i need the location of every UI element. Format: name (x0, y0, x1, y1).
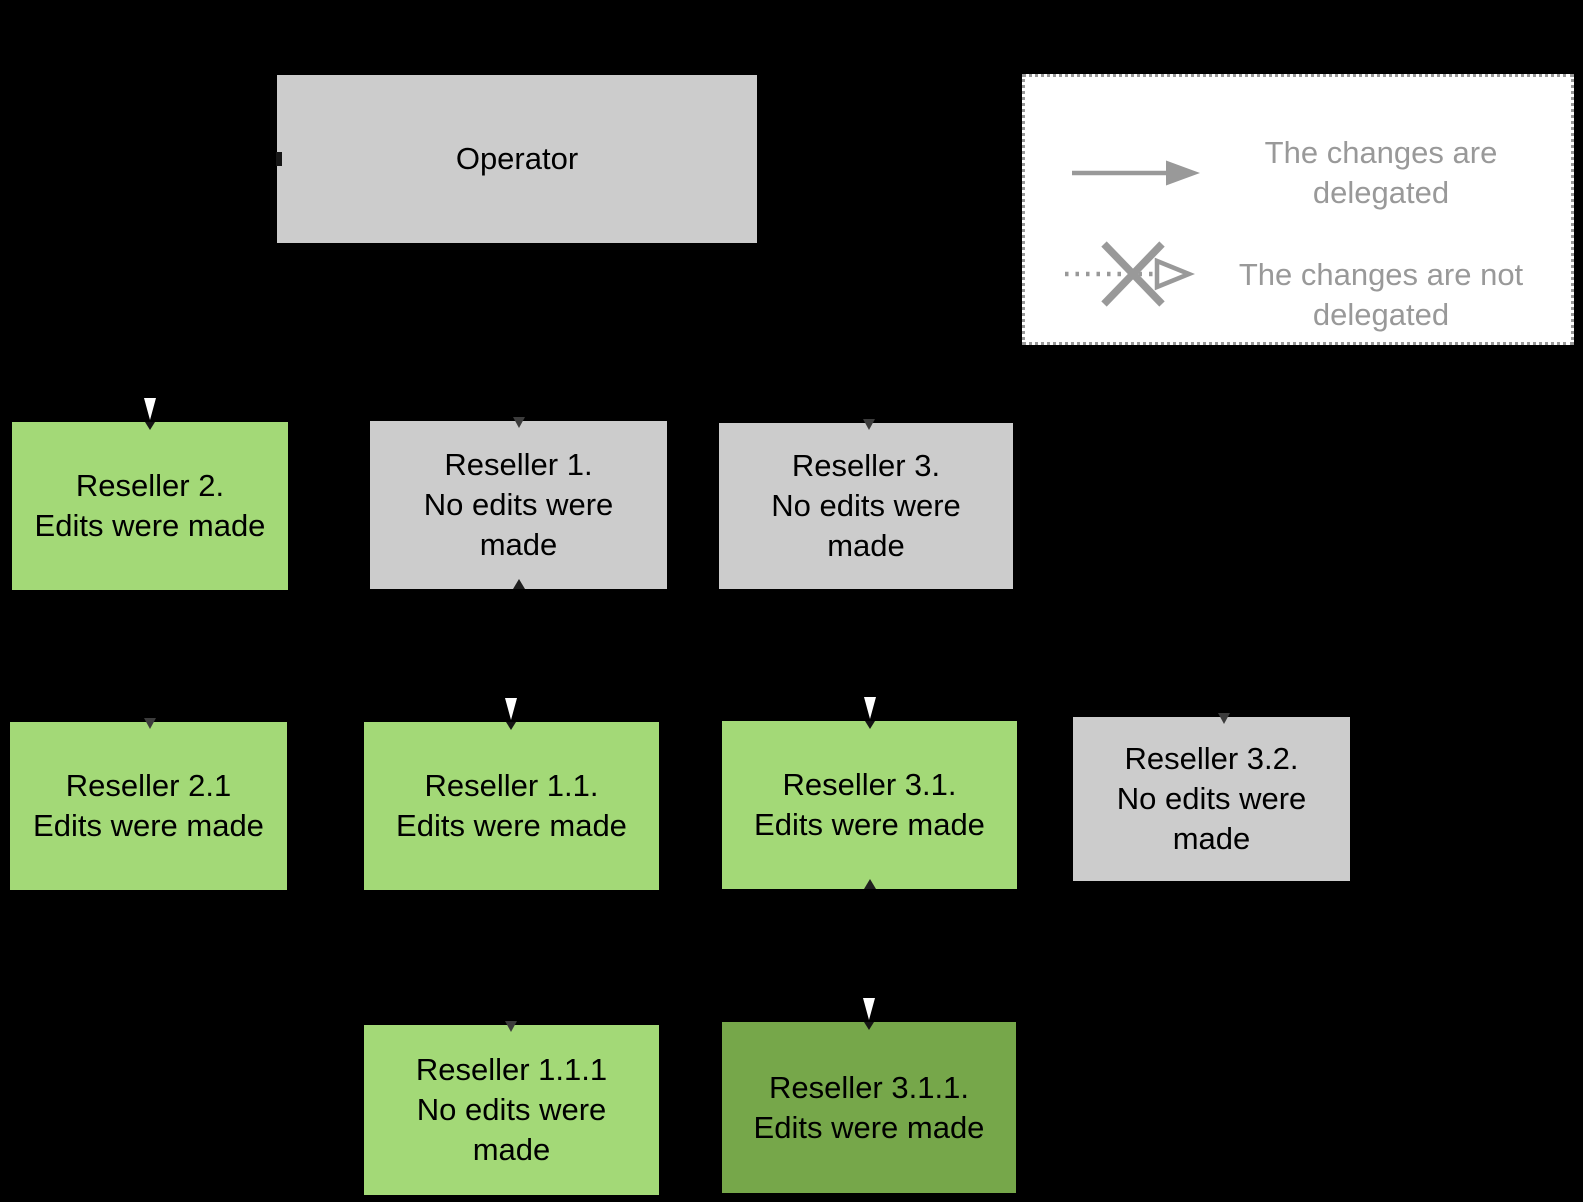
delegated-arrowhead-icon (863, 419, 875, 430)
connector-tip-icon (145, 422, 155, 430)
delegated-arrow-icon (1072, 160, 1200, 186)
legend-box: The changes are delegated The changes ar… (1022, 74, 1574, 345)
legend-delegated-label: The changes are delegated (1264, 135, 1498, 210)
legend-not-delegated-label: The changes are not delegated (1238, 257, 1524, 332)
delegated-arrowhead-icon (144, 718, 156, 729)
node-reseller-1: Reseller 1. No edits were made (370, 421, 667, 589)
node-reseller-2-1: Reseller 2.1 Edits were made (10, 722, 287, 890)
node-reseller-1-1-1: Reseller 1.1.1 No edits were made (364, 1025, 659, 1195)
connector-tip-icon (865, 721, 875, 729)
connector-tip-icon (864, 1022, 874, 1030)
not-delegated-arrowhead-icon (864, 697, 876, 719)
connector-stub-icon (276, 152, 282, 166)
node-reseller-3-2: Reseller 3.2. No edits were made (1073, 717, 1350, 881)
connector-tip-icon (506, 722, 516, 730)
node-reseller-3-1-1: Reseller 3.1.1. Edits were made (722, 1022, 1016, 1193)
connector-stub-icon (864, 879, 876, 889)
node-reseller-3-1: Reseller 3.1. Edits were made (722, 721, 1017, 889)
node-reseller-3: Reseller 3. No edits were made (719, 423, 1013, 589)
not-delegated-arrowhead-icon (863, 998, 875, 1020)
delegated-arrowhead-icon (505, 1021, 517, 1032)
not-delegated-arrowhead-icon (505, 698, 517, 720)
delegated-arrowhead-icon (1218, 713, 1230, 724)
not-delegated-arrow-icon (1065, 241, 1195, 307)
not-delegated-arrowhead-icon (144, 398, 156, 420)
delegated-arrowhead-icon (513, 417, 525, 428)
node-reseller-1-1: Reseller 1.1. Edits were made (364, 722, 659, 890)
connector-stub-icon (513, 579, 525, 589)
node-reseller-2: Reseller 2. Edits were made (12, 422, 288, 590)
node-operator: Operator (277, 75, 757, 243)
